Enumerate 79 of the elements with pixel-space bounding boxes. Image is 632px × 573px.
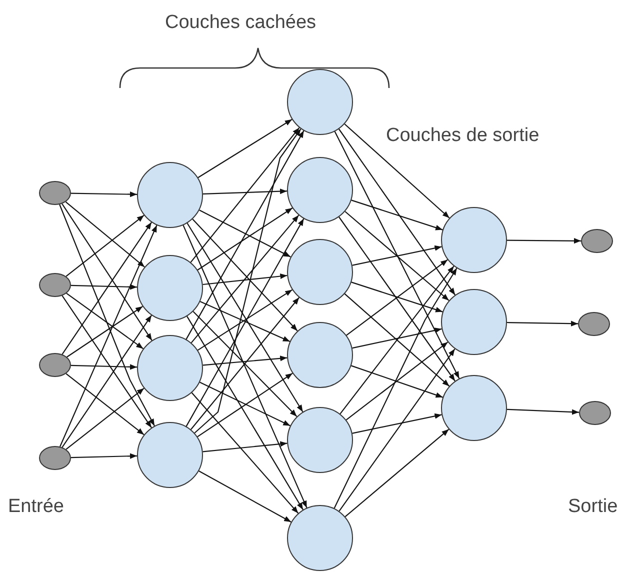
arrow [202,188,288,194]
neuron-circle [137,335,203,401]
arrow [200,301,290,342]
io-node-ellipse [39,353,71,377]
arrow [344,428,450,518]
arrow [351,200,443,230]
io-node-ellipse [39,181,71,205]
arrow [66,373,144,436]
arrow [352,328,442,349]
arrow [62,315,152,448]
arrow [344,124,450,218]
arrow [346,342,448,420]
io-node-ellipse [581,229,613,253]
arrow [62,204,152,341]
arrow [338,348,456,512]
arrow [70,364,138,370]
arrow [66,214,144,277]
arrow [351,365,443,398]
neuron-circle [137,422,203,488]
neuron-circle [287,69,353,135]
arrow [334,268,458,509]
io-node-ellipse [578,312,610,336]
arrow [71,191,137,198]
arrow [66,292,144,350]
arrow [340,266,454,414]
arrow [202,441,288,452]
io-node-ellipse [39,273,71,297]
arrow [66,306,143,358]
arrow [352,245,442,266]
arrow [198,118,292,178]
arrow [506,408,580,415]
arrow [338,128,456,296]
input-label: Entrée [8,496,64,518]
arrow [198,470,292,522]
arrow [202,356,288,366]
neuron-circle [287,322,353,388]
arrow [190,127,300,263]
arrow [70,284,138,290]
arrow [191,392,299,514]
arrow [197,372,293,438]
neuron-circle [287,239,353,305]
arrow [192,311,298,417]
arrow [334,131,460,379]
arrow [60,224,158,447]
arrow [200,382,290,426]
neuron-circle [137,162,203,228]
io-node-ellipse [579,401,611,425]
io-node-ellipse [39,446,71,470]
arrow [344,293,450,387]
arrow [351,282,443,312]
neuron-circle [287,157,353,223]
arrow [197,208,293,270]
arrow [186,316,304,510]
neuron-circle [441,289,507,355]
arrow [507,320,578,326]
arrow [182,224,308,508]
arrow [62,222,152,355]
arrow [338,216,456,382]
neuron-circle [287,407,353,473]
arrow [202,273,288,286]
arrow [194,128,302,434]
neuron-circle [137,255,203,321]
output-label: Sortie [568,496,618,518]
arrow [190,297,300,430]
layer-heading: Couches cachées [165,12,316,34]
arrow [352,413,442,434]
arrow [62,295,152,428]
arrow [186,130,304,340]
arrow [344,211,450,301]
arrow [59,204,155,426]
arrow [65,201,145,268]
arrow [198,289,292,351]
arrow [346,259,448,336]
arrow [70,453,138,459]
arrow [507,238,581,244]
neuron-circle [287,505,353,571]
arrow [199,210,291,258]
layer-heading: Couches de sortie [386,125,540,147]
arrow [66,388,144,450]
